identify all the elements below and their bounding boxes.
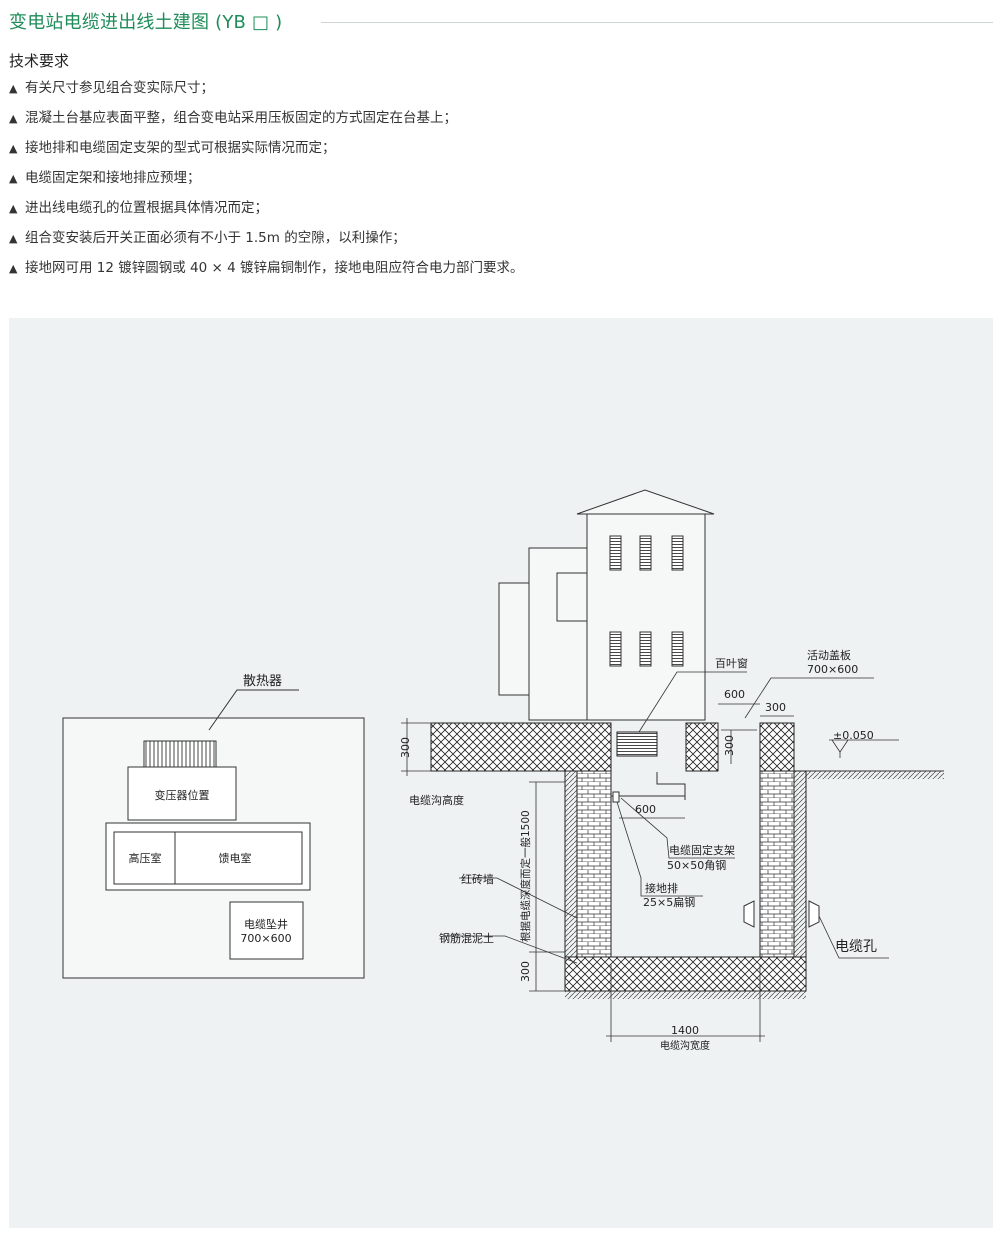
concrete-base xyxy=(430,722,795,772)
triangle-bullet-icon: ▲ xyxy=(9,232,18,245)
vent-icon xyxy=(609,631,622,667)
feeder-room-label: 馈电室 xyxy=(219,851,252,865)
cable-trench xyxy=(564,770,807,999)
requirement-item: ▲ 组合变安装后开关正面必须有不小于 1.5m 的空隙，以利操作； xyxy=(9,228,524,258)
requirement-text: 混凝土台基应表面平整，组合变电站采用压板固定的方式固定在台基上； xyxy=(25,110,457,126)
requirement-item: ▲ 进出线电缆孔的位置根据具体情况而定； xyxy=(9,198,524,228)
brick-wall-right xyxy=(759,770,795,958)
vent-icon xyxy=(671,631,684,667)
requirements-list: ▲ 有关尺寸参见组合变实际尺寸； ▲ 混凝土台基应表面平整，组合变电站采用压板固定的… xyxy=(9,78,524,288)
brick-wall-label: 红砖墙 xyxy=(461,872,494,886)
page-header: 变电站电缆进出线土建图 (YB □ ) xyxy=(9,8,993,38)
cable-hole-label: 电缆孔 xyxy=(835,939,877,955)
vent-icon xyxy=(639,631,652,667)
requirement-item: ▲ 有关尺寸参见组合变实际尺寸； xyxy=(9,78,524,108)
ground-bar-spec: 25×5扁钢 xyxy=(643,896,695,909)
base-left xyxy=(430,722,612,772)
requirement-item: ▲ 电缆固定架和接地排应预埋； xyxy=(9,168,524,198)
cable-hole-icon xyxy=(743,900,755,928)
bracket-spec: 50×50角钢 xyxy=(667,859,726,872)
plan-view xyxy=(62,689,365,979)
louver-leader xyxy=(638,671,747,733)
transformer-box xyxy=(127,766,237,821)
ground-leader xyxy=(616,801,703,897)
requirement-item: ▲ 接地网可用 12 镀锌圆钢或 40 × 4 镀锌扁铜制作，接地电阻应符合电力部… xyxy=(9,258,524,288)
triangle-bullet-icon: ▲ xyxy=(9,202,18,215)
dimension-lines xyxy=(401,671,899,1042)
title-rule xyxy=(321,22,993,23)
width-label: 电缆沟宽度 xyxy=(660,1039,710,1052)
vent-icon xyxy=(639,535,652,571)
ground-line xyxy=(804,770,944,779)
louver-label: 百叶窗 xyxy=(715,656,748,670)
page-title: 变电站电缆进出线土建图 (YB □ ) xyxy=(9,12,283,33)
triangle-bullet-icon: ▲ xyxy=(9,142,18,155)
base-far-right xyxy=(759,722,795,772)
level-mark: ±0.050 xyxy=(833,729,874,742)
radiator-fins xyxy=(143,740,217,768)
dim-300-left: 300 xyxy=(399,737,412,758)
louver-icon xyxy=(616,731,658,757)
brick-leader xyxy=(459,877,578,919)
radiator-leader xyxy=(208,689,299,731)
cover-size-label: 700×600 xyxy=(807,663,858,676)
base-right-block xyxy=(685,722,719,772)
requirement-text: 组合变安装后开关正面必须有不小于 1.5m 的空隙，以利操作； xyxy=(25,230,406,246)
soil-hatch-right xyxy=(793,770,807,958)
bracket-leader xyxy=(620,797,735,859)
soil-hatch-left xyxy=(564,770,578,958)
requirement-item: ▲ 接地排和电缆固定支架的型式可根据实际情况而定； xyxy=(9,138,524,168)
cable-well-label: 电缆坠井 xyxy=(244,917,288,931)
plan-labels: 散热器 变压器位置 高压室 馈电室 电缆坠井 700×600 xyxy=(129,674,292,945)
dim-600-mid: 600 xyxy=(635,803,656,816)
hole-leader xyxy=(818,915,889,959)
cable-well-size: 700×600 xyxy=(240,932,291,945)
vent-icon xyxy=(609,535,622,571)
cover-label: 活动盖板 xyxy=(807,648,851,662)
cover-leader xyxy=(744,677,874,719)
triangle-bullet-icon: ▲ xyxy=(9,172,18,185)
dim-300-bottom: 300 xyxy=(519,961,532,982)
civil-drawing: 散热器 变压器位置 高压室 馈电室 电缆坠井 700×600 xyxy=(62,489,944,1052)
triangle-bullet-icon: ▲ xyxy=(9,112,18,125)
section-labels: 百叶窗 活动盖板 700×600 600 300 300 ±0.050 300 … xyxy=(399,648,877,1052)
requirement-text: 接地网可用 12 镀锌圆钢或 40 × 4 镀锌扁铜制作，接地电阻应符合电力部门… xyxy=(25,260,524,276)
hv-room-label: 高压室 xyxy=(129,851,162,865)
soil-hatch-bottom xyxy=(565,991,806,999)
requirements-heading: 技术要求 xyxy=(9,52,70,70)
side-radiator xyxy=(498,582,530,696)
requirement-text: 进出线电缆孔的位置根据具体情况而定； xyxy=(25,200,268,216)
ground-bar-label: 接地排 xyxy=(645,881,678,895)
radiator-label: 散热器 xyxy=(243,674,282,689)
roof xyxy=(576,489,715,515)
cable-hole-icon xyxy=(808,900,820,928)
trench-fittings xyxy=(611,772,820,928)
substation-elevation xyxy=(498,489,715,721)
triangle-bullet-icon: ▲ xyxy=(9,262,18,275)
rc-leader xyxy=(443,935,578,964)
requirement-text: 接地排和电缆固定支架的型式可根据实际情况而定； xyxy=(25,140,336,156)
trench-floor xyxy=(564,956,807,992)
trench-height-label: 电缆沟高度 xyxy=(409,793,464,807)
depth-note: 根据电缆深度而定一般1500 xyxy=(519,810,532,942)
vent-icon xyxy=(671,535,684,571)
triangle-bullet-icon: ▲ xyxy=(9,82,18,95)
width-value: 1400 xyxy=(671,1024,699,1037)
ground-bar-icon xyxy=(612,791,620,803)
transformer-label: 变压器位置 xyxy=(155,788,210,802)
side-panel xyxy=(556,572,588,622)
dim-300-right: 300 xyxy=(765,701,786,714)
dim-300-small: 300 xyxy=(723,735,736,756)
dim-600-top: 600 xyxy=(724,688,745,701)
brick-wall-left xyxy=(576,770,612,958)
requirement-text: 电缆固定架和接地排应预埋； xyxy=(25,170,201,186)
drawing-panel: 散热器 变压器位置 高压室 馈电室 电缆坠井 700×600 xyxy=(9,318,993,1228)
rc-label: 钢筋混泥土 xyxy=(439,931,494,945)
bracket-icon xyxy=(656,772,686,800)
requirement-text: 有关尺寸参见组合变实际尺寸； xyxy=(25,80,214,96)
switchgear-inner xyxy=(113,831,303,885)
requirement-item: ▲ 混凝土台基应表面平整，组合变电站采用压板固定的方式固定在台基上； xyxy=(9,108,524,138)
bracket-label: 电缆固定支架 xyxy=(669,843,735,857)
cable-well-box xyxy=(229,901,304,960)
